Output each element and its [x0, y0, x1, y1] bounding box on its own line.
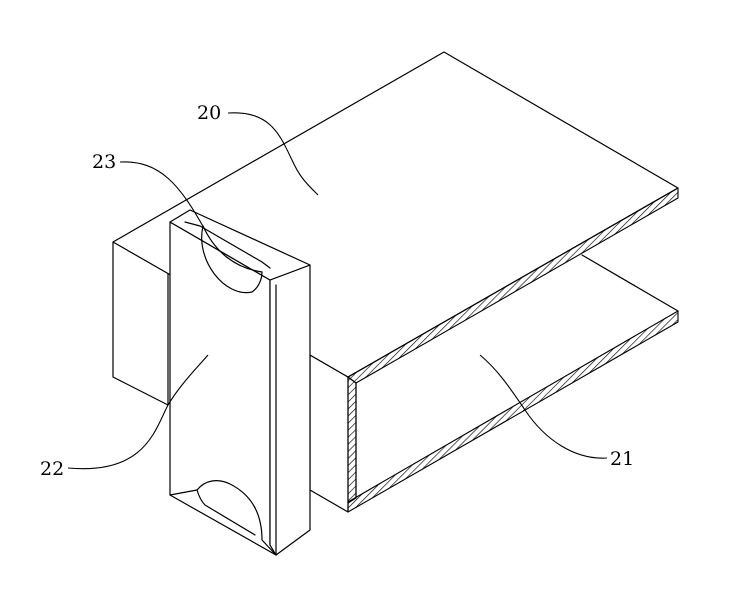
label-20: 20 [197, 102, 221, 124]
leader-20 [227, 112, 319, 196]
leader-22 [67, 354, 209, 470]
label-23: 23 [92, 151, 116, 173]
leader-21 [479, 354, 608, 459]
leader-23 [119, 161, 206, 231]
lower-plate [347, 254, 679, 513]
channel-wall [347, 376, 357, 504]
label-22: 22 [40, 458, 64, 480]
clip [169, 209, 311, 556]
leaders [67, 112, 608, 470]
label-21: 21 [610, 448, 634, 470]
